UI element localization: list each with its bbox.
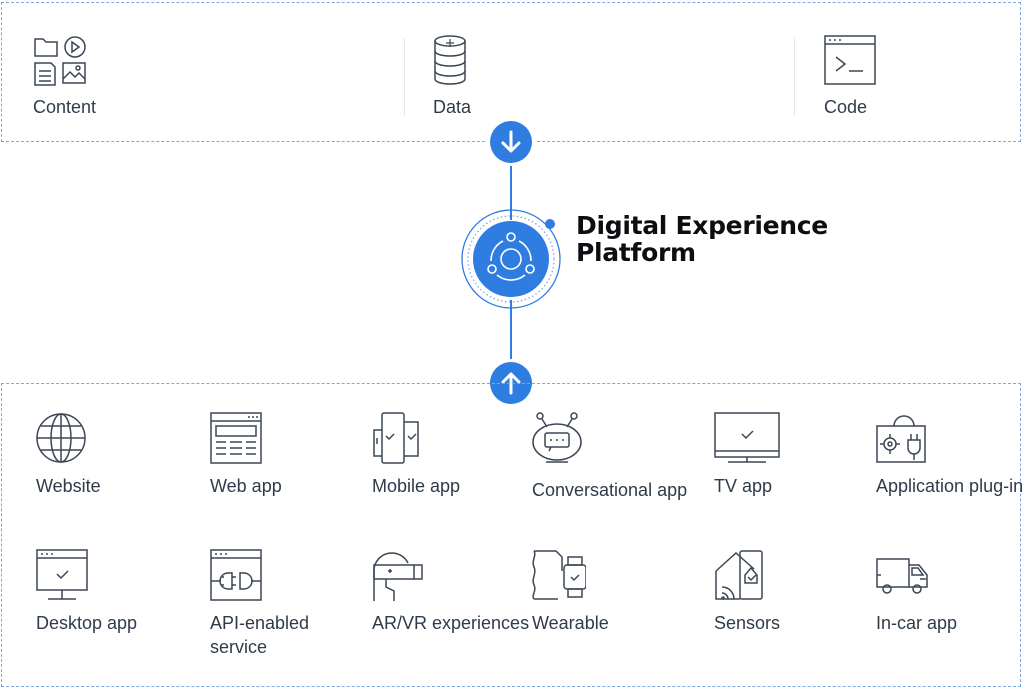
channel-label: Desktop app [36,613,138,633]
terminal-icon [824,35,876,85]
sensor-icon [715,550,763,600]
source-label: Code [824,97,868,117]
channel-label: Conversational app [532,480,688,500]
channel-label: Web app [210,476,282,496]
web-app-icon [210,412,262,464]
platform-title: Digital Experience Platform [576,212,836,266]
tv-icon [714,412,780,463]
channel-label: AR/VR experiences [372,613,530,633]
channel-label: Website [36,476,101,496]
source-label: Data [433,97,472,117]
channel-label: TV app [714,476,773,496]
content-files-icon [34,36,86,86]
smartwatch-icon [532,550,586,600]
channels-panel [1,383,1021,687]
divider [404,38,405,116]
plugin-icon [876,415,926,463]
source-label: Content [33,97,97,117]
channel-label: Wearable [532,613,609,633]
channel-label: Sensors [714,613,781,633]
platform-title-line: Digital Experience [576,211,828,240]
divider [794,38,795,116]
chatbot-icon [532,412,582,463]
channel-label: API-enabled service [210,613,310,657]
vr-headset-icon [373,552,423,601]
connector-line [510,150,512,220]
van-icon [876,558,928,594]
mobile-devices-icon [373,412,419,464]
connector-line [510,300,512,370]
platform-title-line: Platform [576,238,696,267]
channel-label: Mobile app [372,476,461,496]
desktop-icon [36,549,88,600]
channel-label: Application plug-in [876,476,1024,496]
platform-hub-icon [459,207,563,311]
globe-icon [36,413,86,463]
api-plug-icon [210,549,262,601]
database-icon [434,35,466,85]
channel-label: In-car app [876,613,958,633]
down-arrow-icon [490,121,532,163]
